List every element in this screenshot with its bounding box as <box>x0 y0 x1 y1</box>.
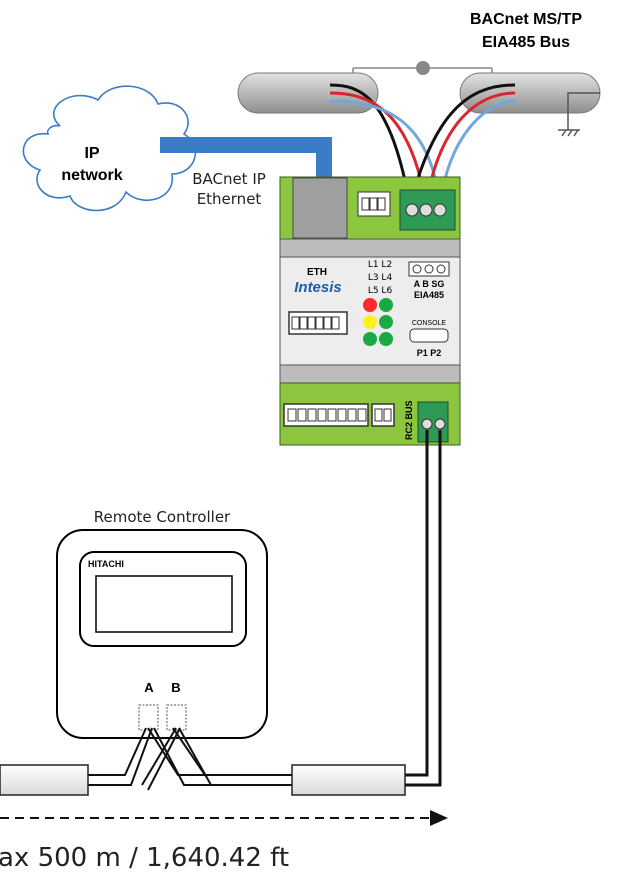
p1p2-label: P1 P2 <box>417 348 442 358</box>
bus-title: BACnet MS/TP EIA485 Bus <box>470 11 582 51</box>
brand-logo: Intesis <box>294 279 342 296</box>
ground-icon <box>558 92 600 137</box>
distance-arrow <box>0 810 448 826</box>
eth-link-line1: BACnet IP <box>192 170 266 188</box>
cable-right-stub <box>291 764 406 796</box>
remote-terminal-b <box>166 704 187 731</box>
bus-title-line1: BACnet MS/TP <box>470 11 582 28</box>
ethernet-cable <box>160 137 332 182</box>
dip-switch-bottom <box>283 403 395 427</box>
ip-network-cloud: IP network <box>22 85 196 212</box>
eth-link-line2: Ethernet <box>197 190 262 208</box>
remote-brand: HITACHI <box>88 559 124 569</box>
console-label: CONSOLE <box>412 320 447 327</box>
led-l4 <box>379 315 393 329</box>
terminal-abc-label: A B SG <box>414 279 445 289</box>
rc2-bus-label: RC2 BUS <box>404 400 414 440</box>
cable-left-stub <box>0 764 89 796</box>
led-l6 <box>379 332 393 346</box>
remote-terminal-a <box>138 704 159 731</box>
remote-display <box>95 575 233 633</box>
remote-title: Remote Controller <box>94 508 231 526</box>
led-l5 <box>363 332 377 346</box>
dip-switch-center <box>288 311 348 335</box>
led-l2 <box>379 298 393 312</box>
gateway-device: ETH Intesis L1 L2 L3 L4 L5 L6 A B SG EIA… <box>279 176 461 446</box>
bus-cable-left <box>237 72 379 114</box>
console-port <box>409 328 449 343</box>
led-label-2: L3 L4 <box>368 273 393 283</box>
eth-label: ETH <box>307 267 327 278</box>
remote-wires <box>88 727 292 791</box>
bus-title-line2: EIA485 Bus <box>482 34 570 51</box>
rc2-wires <box>405 430 442 787</box>
distance-label: ax 500 m / 1,640.42 ft <box>0 843 289 873</box>
remote-controller: HITACHI A B <box>56 529 268 739</box>
eia485-label: EIA485 <box>414 290 444 300</box>
remote-term-a: A <box>144 680 154 695</box>
cloud-label-line1: IP <box>84 145 99 162</box>
led-label-1: L1 L2 <box>368 260 392 270</box>
bus-cables <box>237 61 601 137</box>
led-l1 <box>363 298 377 312</box>
cloud-label-line2: network <box>61 167 122 184</box>
led-l3 <box>363 315 377 329</box>
remote-term-b: B <box>171 680 180 695</box>
ethernet-port <box>292 177 348 239</box>
led-label-3: L5 L6 <box>368 286 393 296</box>
